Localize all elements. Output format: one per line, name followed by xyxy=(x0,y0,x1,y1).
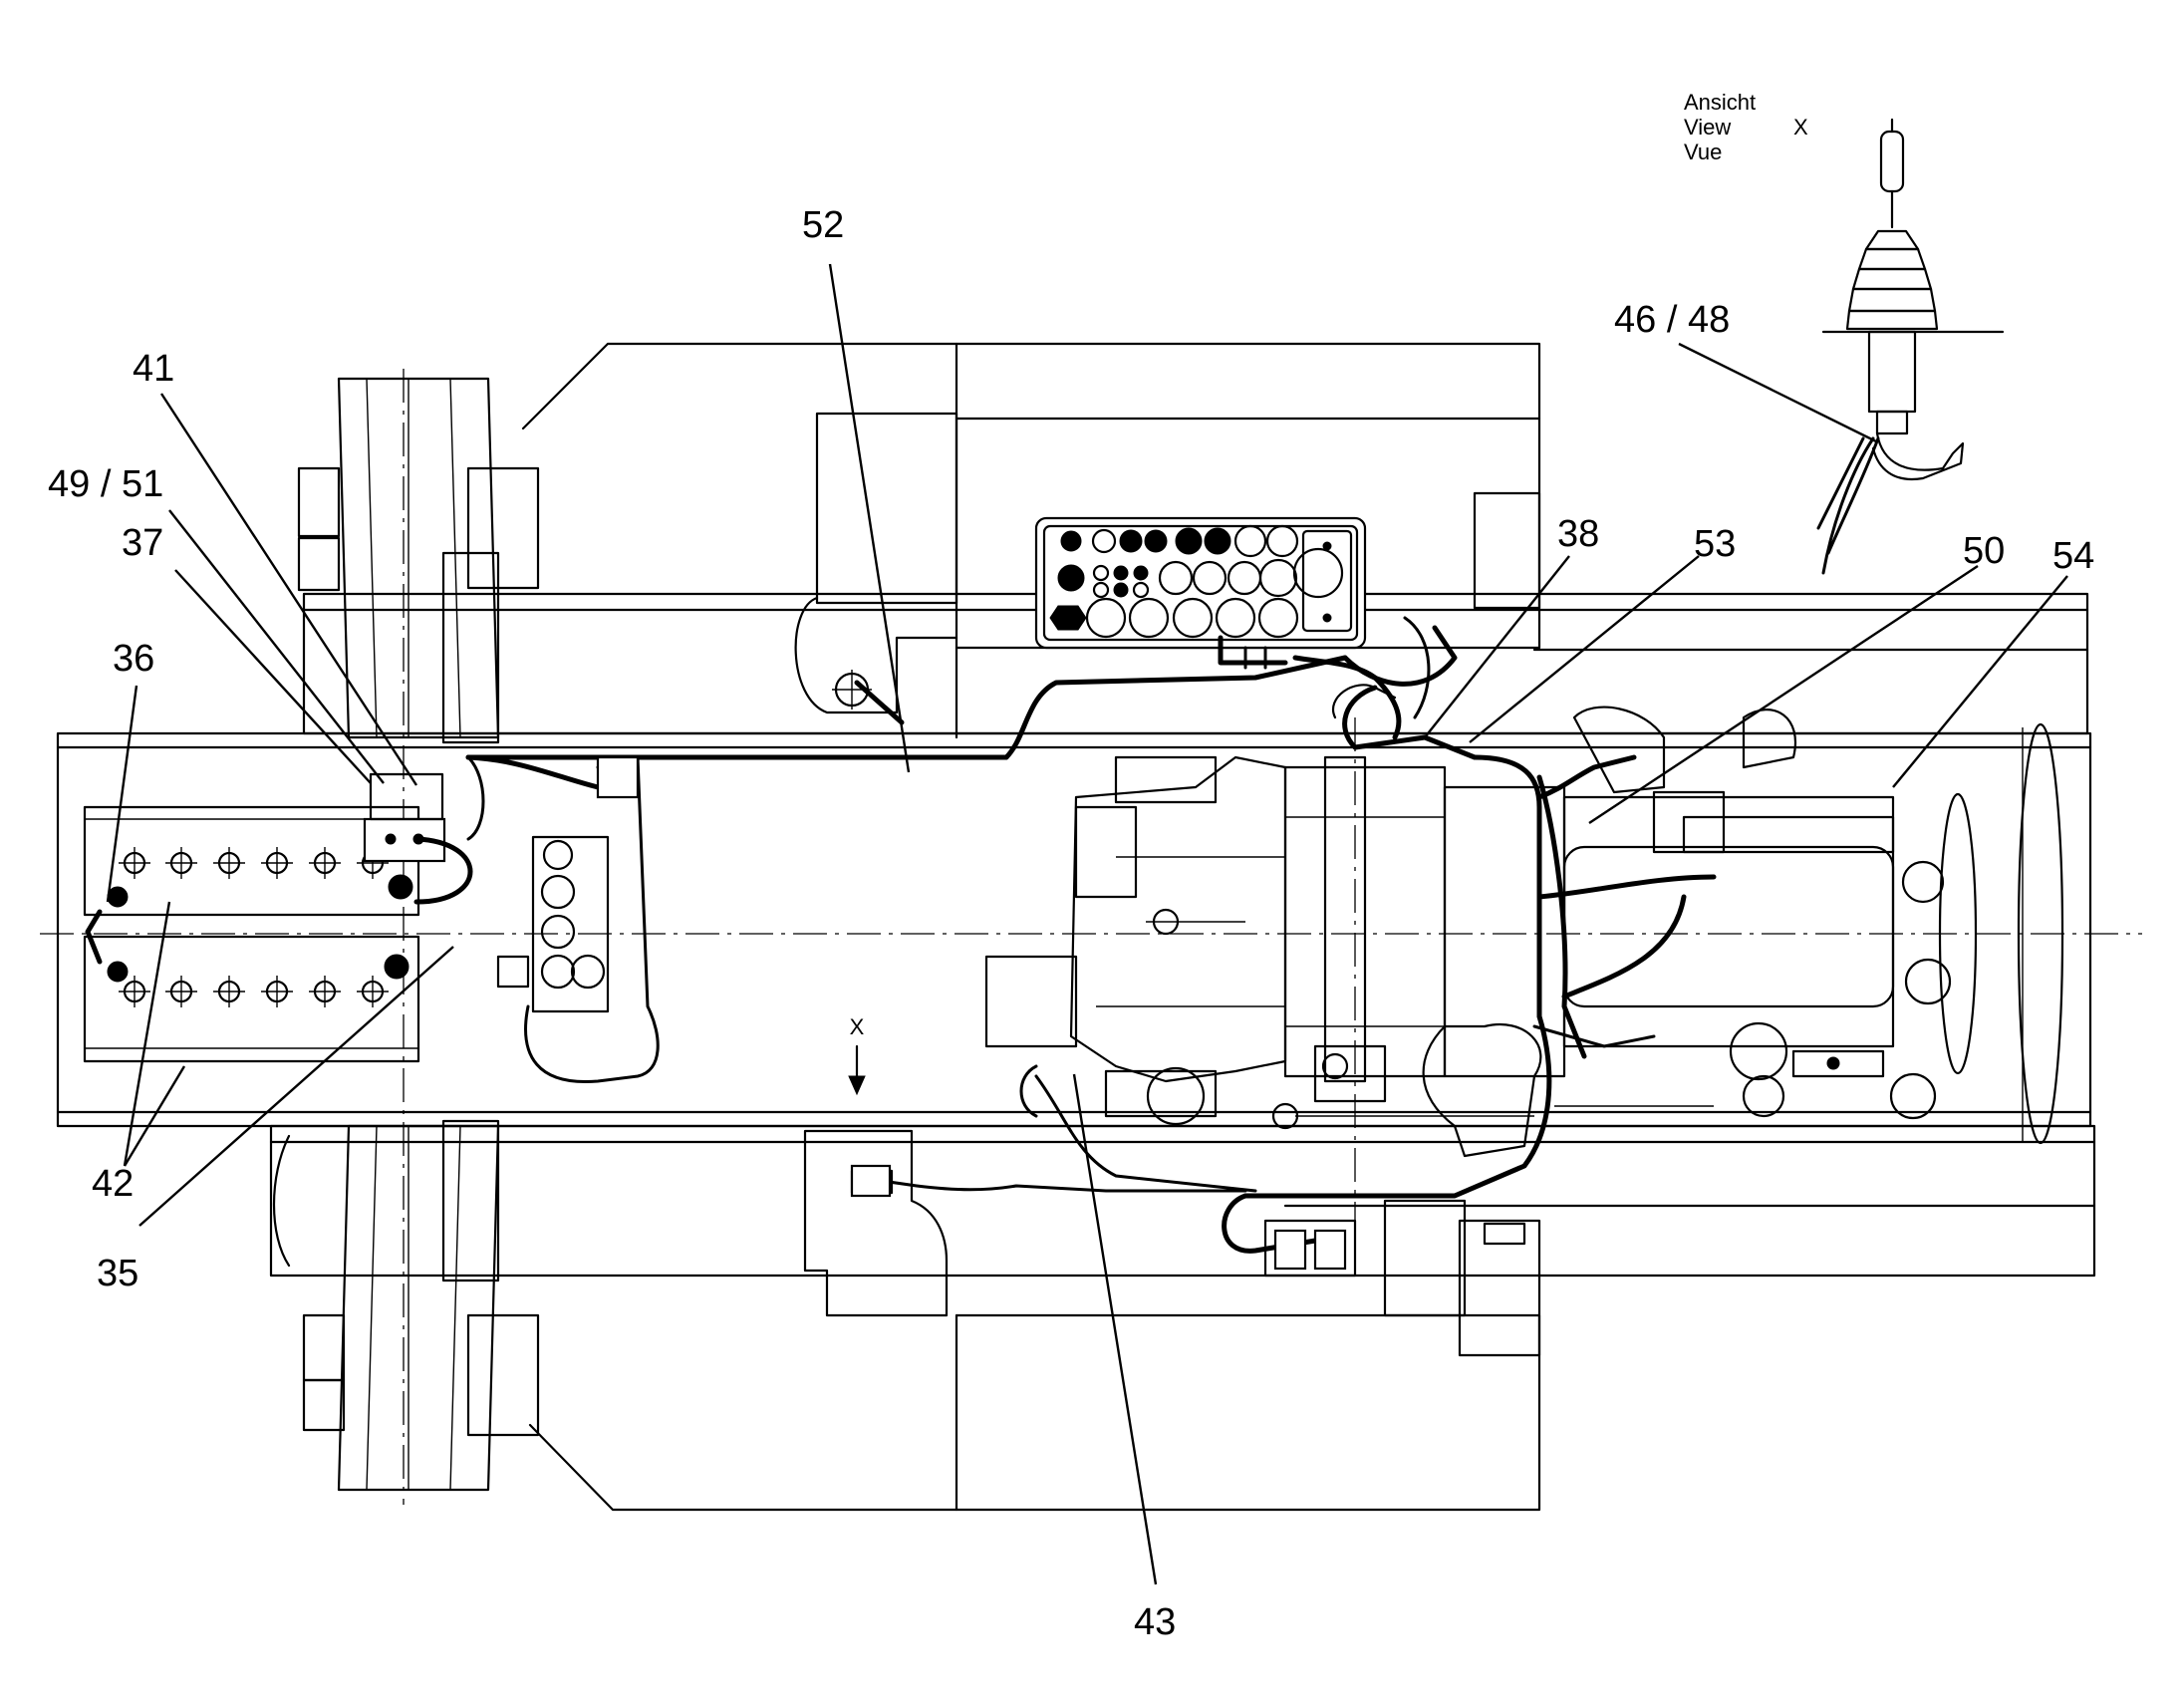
leader-lines xyxy=(106,263,2068,1585)
engine-block xyxy=(1271,706,2064,1158)
detail-view-x: Ansicht View Vue X xyxy=(1684,90,2005,575)
battery-upper xyxy=(83,805,420,917)
battery-terminals xyxy=(119,847,389,1007)
body-outline-top xyxy=(521,342,1541,739)
callout-35: 35 xyxy=(97,1253,138,1294)
view-label-marker: X xyxy=(1793,115,1808,140)
callout-52: 52 xyxy=(802,204,844,246)
view-label-line-2: View xyxy=(1684,115,1731,140)
view-label-line-3: Vue xyxy=(1684,140,1722,164)
view-label-line-1: Ansicht xyxy=(1684,90,1756,115)
battery-relay xyxy=(85,755,485,983)
front-wheel-top xyxy=(297,377,540,744)
transmission xyxy=(984,755,1287,1126)
control-panel-gauges xyxy=(1049,524,1353,639)
callout-numbers: 52 41 49 / 51 37 36 42 35 38 53 50 54 46… xyxy=(48,204,2094,1643)
callout-37: 37 xyxy=(122,522,163,564)
body-outline-bottom xyxy=(528,1129,1541,1512)
callout-53: 53 xyxy=(1694,523,1736,565)
callout-43: 43 xyxy=(1134,1601,1176,1643)
callout-46-48: 46 / 48 xyxy=(1614,299,1730,341)
callout-54: 54 xyxy=(2052,535,2094,577)
view-x-arrow: X xyxy=(848,1014,866,1096)
callout-49-51: 49 / 51 xyxy=(48,463,163,505)
callout-38: 38 xyxy=(1557,513,1599,555)
callout-42: 42 xyxy=(92,1163,134,1205)
relay-block xyxy=(496,755,660,1084)
callout-36: 36 xyxy=(113,638,154,680)
steering-pivot xyxy=(832,670,905,725)
cab-harness xyxy=(1218,616,1431,740)
callout-41: 41 xyxy=(133,348,174,390)
front-wheel-bottom xyxy=(272,1119,540,1492)
callout-50: 50 xyxy=(1963,530,2005,572)
view-x-arrow-label: X xyxy=(850,1014,865,1039)
battery-lower xyxy=(83,935,420,1063)
main-harness xyxy=(465,625,1717,1278)
